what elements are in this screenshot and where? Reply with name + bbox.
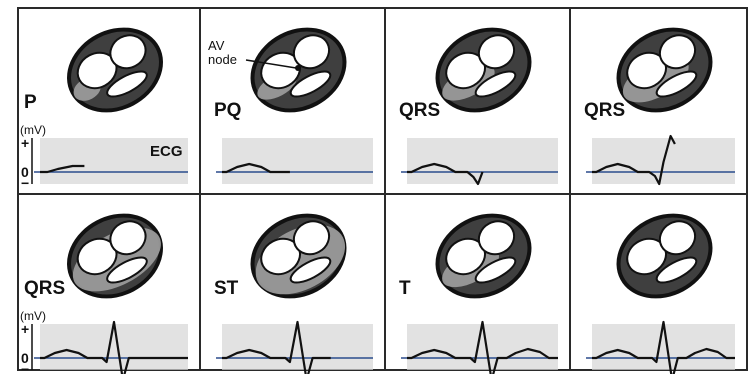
phase-label: ST <box>214 278 239 299</box>
ecg-strip <box>407 324 558 370</box>
plus-tick-label: + <box>21 135 29 151</box>
phase-label: QRS <box>584 100 625 121</box>
phase-label: QRS <box>399 100 440 121</box>
phase-label: T <box>399 278 411 299</box>
ecg-label: ECG <box>150 143 183 160</box>
av-node-label-line1: AV <box>208 38 225 53</box>
phase-label: PQ <box>214 100 241 121</box>
minus-tick-label: − <box>21 361 29 374</box>
plus-tick-label: + <box>21 321 29 337</box>
av-node-marker <box>295 65 301 71</box>
phase-label: P <box>24 92 37 113</box>
ecg-strip <box>592 324 735 370</box>
minus-tick-label: − <box>21 175 29 191</box>
ecg-strip <box>222 324 373 370</box>
phase-label: QRS <box>24 278 65 299</box>
ecg-strip <box>222 138 373 184</box>
ecg-strip <box>407 138 558 184</box>
av-node-label-line2: node <box>208 52 237 67</box>
ecg-strip <box>40 324 188 370</box>
